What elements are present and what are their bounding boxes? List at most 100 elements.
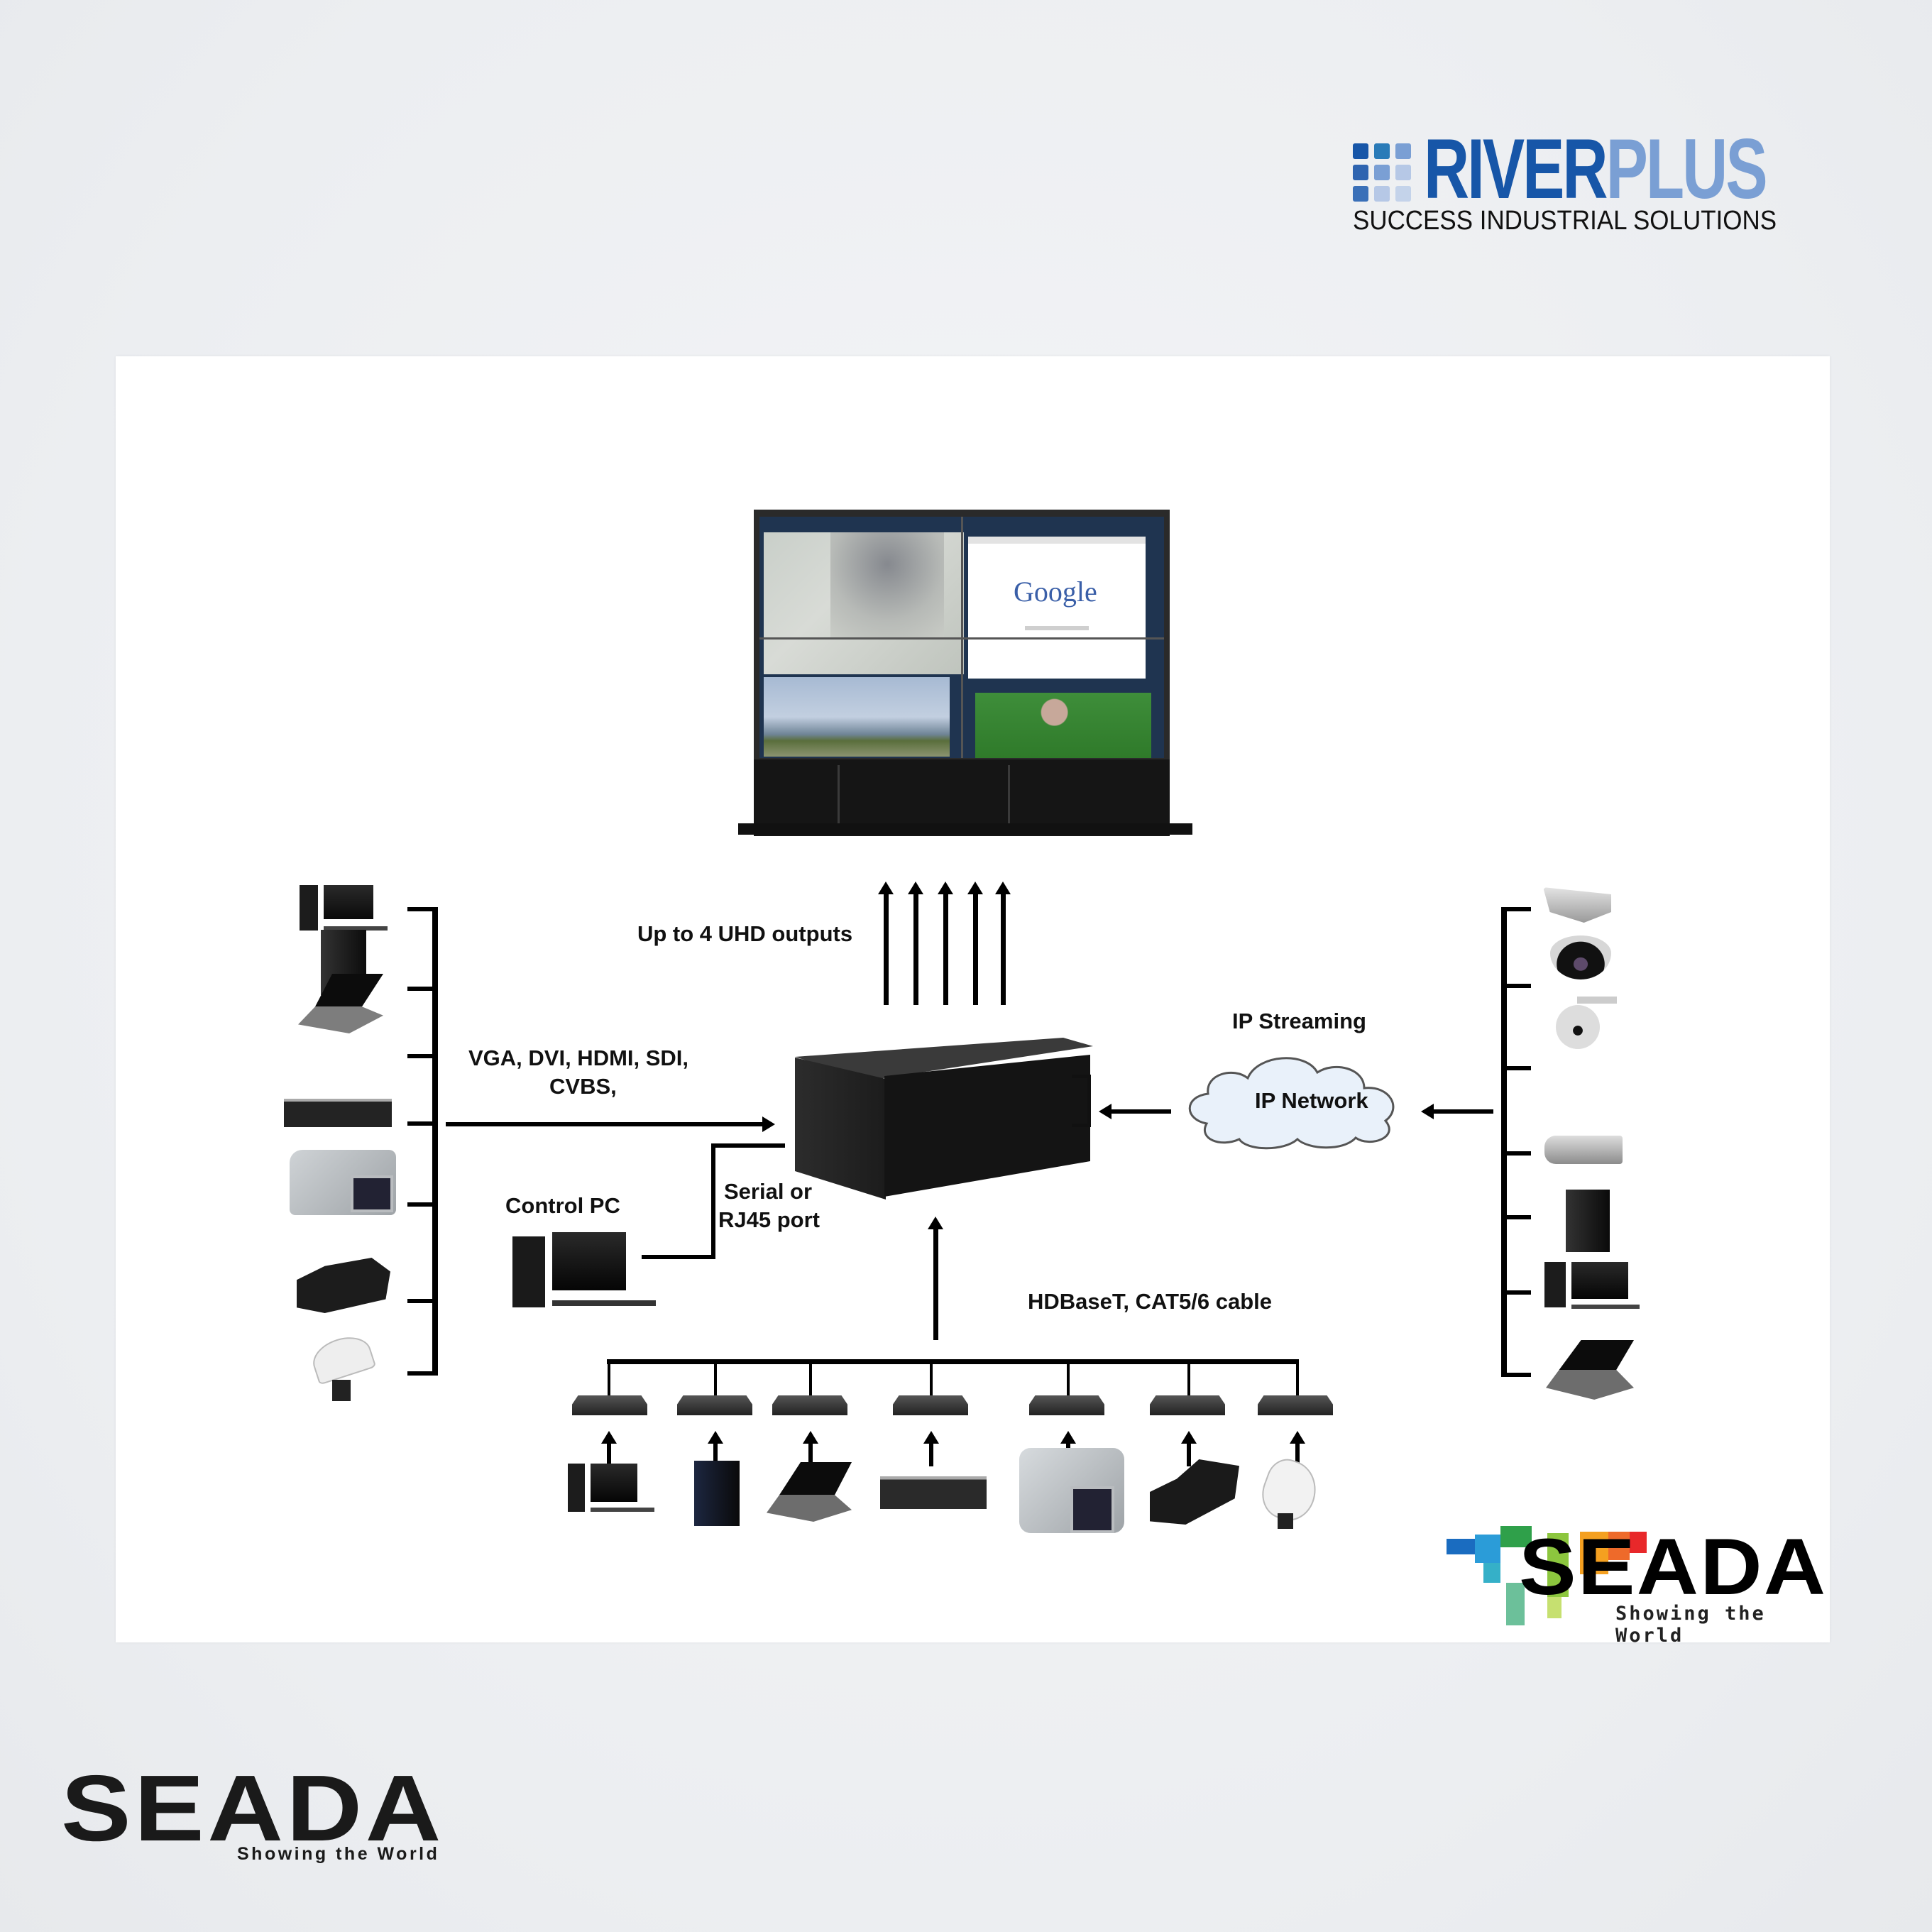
world-map-icon: [1447, 1526, 1647, 1625]
bus-drop: [809, 1359, 812, 1398]
right-tap: [1501, 1066, 1531, 1070]
serial-label-line1: Serial or: [724, 1179, 813, 1204]
tower-pc-icon: [694, 1461, 740, 1526]
hdbaset-receiver-icon: [677, 1395, 752, 1415]
seada-panel-tagline: Showing the World: [1615, 1603, 1766, 1647]
dome-ip-camera-icon: [1550, 935, 1611, 979]
stand-divider: [838, 765, 840, 828]
bus-drop: [1296, 1359, 1299, 1398]
camcorder-icon: [1019, 1448, 1124, 1533]
left-tap: [407, 1299, 437, 1303]
ip-network-label: IP Network: [1255, 1088, 1368, 1113]
ptz-ip-camera-icon: [1556, 994, 1617, 1053]
street-video-tile: [830, 532, 944, 639]
hdbaset-receiver-icon: [1258, 1395, 1333, 1415]
right-tap: [1501, 1373, 1531, 1377]
left-bus-line: [432, 907, 438, 1376]
riverplus-plus-text: PLUS: [1606, 121, 1768, 216]
processor-handle: [1072, 1075, 1091, 1127]
hdbaset-receiver-icon: [772, 1395, 847, 1415]
output-arrow: [878, 882, 894, 1005]
bus-drop: [714, 1359, 717, 1398]
source-arrow: [803, 1431, 818, 1466]
serial-line-v: [711, 1143, 715, 1259]
control-pc-icon: [512, 1232, 656, 1310]
hdbaset-receiver-icon: [1150, 1395, 1225, 1415]
right-tap: [1501, 1290, 1531, 1295]
hdbaset-receiver-icon: [893, 1395, 968, 1415]
left-tap: [407, 987, 437, 991]
seada-logo: SEADA: [61, 1756, 444, 1860]
serial-label-line2: RJ45 port: [718, 1207, 820, 1232]
search-logo: Google: [1014, 576, 1097, 608]
desktop-pc-icon: [568, 1464, 654, 1515]
riverplus-tagline: SUCCESS INDUSTRIAL SOLUTIONS: [1353, 206, 1777, 236]
inputs-label-line2: CVBS,: [549, 1074, 617, 1099]
seada-panel-logo: SEADA Showing the World: [1441, 1512, 1828, 1647]
right-bus-line: [1501, 907, 1507, 1377]
source-arrow: [1290, 1431, 1305, 1466]
dvd-player-icon: [284, 1099, 392, 1127]
bus-drop: [1187, 1359, 1190, 1398]
search-buttons: [1025, 626, 1089, 630]
box-ip-camera-icon: [1544, 1136, 1623, 1164]
hdbaset-receiver-icon: [572, 1395, 647, 1415]
hdbaset-label: HDBaseT, CAT5/6 cable: [1028, 1289, 1272, 1314]
right-tap: [1501, 907, 1531, 911]
network-to-processor-arrow: [1099, 1104, 1171, 1119]
ip-network-cloud-icon: [1188, 1057, 1395, 1150]
output-arrow: [967, 882, 983, 1005]
cameras-to-network-arrow: [1421, 1104, 1493, 1119]
serial-line-h1: [642, 1255, 715, 1259]
hdbaset-uplink-arrow: [928, 1217, 943, 1340]
seada-panel-wordmark: SEADA: [1519, 1522, 1828, 1611]
bezel-seam-v: [961, 517, 963, 758]
left-tap: [407, 1202, 437, 1207]
outputs-label: Up to 4 UHD outputs: [637, 921, 853, 946]
hdbaset-bus-line: [607, 1359, 1299, 1364]
output-arrow: [938, 882, 953, 1005]
dvd-player-icon: [880, 1476, 987, 1509]
source-arrow: [708, 1431, 723, 1466]
tower-pc-icon: [1566, 1190, 1610, 1252]
source-arrow: [1181, 1431, 1197, 1466]
bus-drop: [930, 1359, 933, 1398]
left-tap: [407, 907, 437, 911]
riverplus-grid-icon: [1353, 143, 1411, 202]
processor-side: [795, 1058, 886, 1200]
inputs-arrow: [446, 1116, 775, 1132]
desktop-pc-icon: [1544, 1262, 1640, 1313]
ip-streaming-label: IP Streaming: [1232, 1009, 1366, 1033]
bus-drop: [608, 1359, 610, 1398]
video-wall-processor: [795, 1038, 1093, 1201]
satellite-dish-icon: [1254, 1453, 1325, 1529]
riverplus-river-text: RIVER: [1424, 121, 1608, 216]
video-wall-base: [738, 823, 1192, 835]
video-wall: Google: [754, 510, 1170, 836]
satellite-dish-icon: [307, 1330, 377, 1404]
control-pc-label: Control PC: [505, 1193, 620, 1218]
mushroom-video-tile: [975, 693, 1151, 758]
sky-video-tile: [764, 677, 950, 757]
right-tap: [1501, 984, 1531, 988]
desktop-pc-icon: [300, 885, 388, 936]
serial-line-h2: [711, 1143, 785, 1148]
seada-tagline: Showing the World: [237, 1844, 440, 1864]
left-tap: [407, 1054, 437, 1058]
output-arrow: [995, 882, 1011, 1005]
inputs-label-line1: VGA, DVI, HDMI, SDI,: [468, 1045, 689, 1070]
source-arrow: [923, 1431, 939, 1466]
right-tap: [1501, 1215, 1531, 1219]
source-arrow: [601, 1431, 617, 1466]
right-tap: [1501, 1151, 1531, 1156]
output-arrow: [908, 882, 923, 1005]
processor-front: [884, 1055, 1090, 1197]
riverplus-wordmark: RIVERPLUS: [1424, 126, 1768, 212]
left-tap: [407, 1121, 437, 1126]
stand-divider: [1008, 765, 1010, 828]
browser-window: Google: [968, 537, 1146, 679]
left-tap: [407, 1371, 437, 1376]
camcorder-icon: [290, 1150, 396, 1215]
bus-drop: [1067, 1359, 1070, 1398]
video-wall-screen: Google: [759, 517, 1164, 758]
